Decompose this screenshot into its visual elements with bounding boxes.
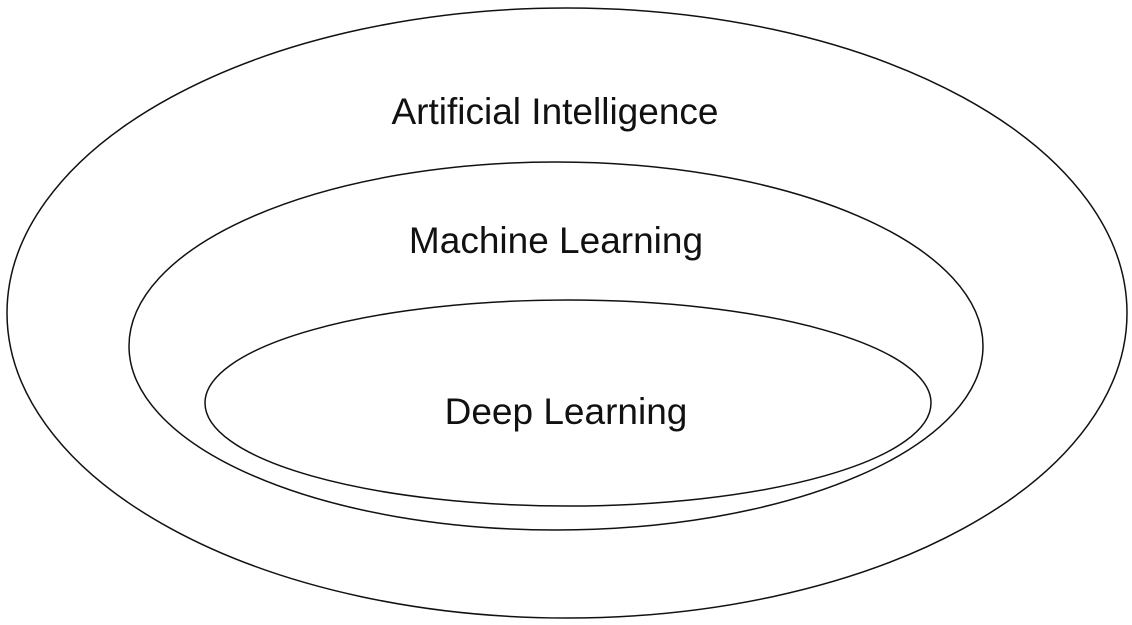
deep-learning-ellipse xyxy=(204,299,932,507)
deep-learning-label: Deep Learning xyxy=(445,391,688,432)
machine-learning-label: Machine Learning xyxy=(409,220,703,261)
machine-learning-ellipse xyxy=(128,161,984,531)
artificial-intelligence-ellipse xyxy=(6,7,1128,619)
artificial-intelligence-label: Artificial Intelligence xyxy=(392,91,719,132)
